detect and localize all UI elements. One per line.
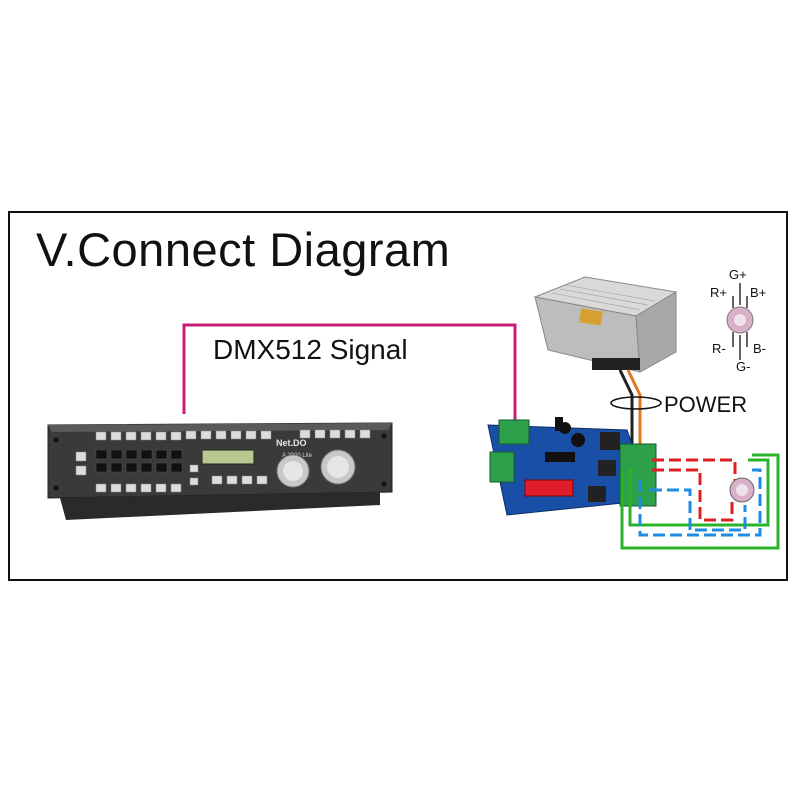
rgb-wires: [620, 453, 780, 550]
terminal-block-dmx-bottom: [489, 451, 515, 483]
diagram-frame: [8, 211, 788, 581]
rgb-led-wired: [729, 477, 755, 503]
pin-label-g-minus: G-: [736, 359, 751, 374]
controller-brand: Net.DO: [276, 438, 307, 448]
dmx-decoder-board: [487, 417, 657, 516]
terminal-block-output: [619, 443, 657, 507]
pin-label-b-plus: B+: [750, 285, 767, 300]
power-supply: [533, 276, 678, 373]
dmx-signal-wire: [182, 323, 517, 430]
dmx-controller: Net.DO A 2000 Lite: [47, 422, 393, 520]
power-loop: [610, 396, 662, 410]
pin-label-b-minus: B-: [753, 341, 766, 356]
diagram-title: V.Connect Diagram: [36, 223, 451, 276]
terminal-block-dmx-top: [498, 419, 530, 445]
power-label: POWER: [664, 392, 748, 417]
green-wire: [628, 458, 770, 527]
dmx-signal-label: DMX512 Signal: [213, 334, 408, 365]
led-pinout-diagram: [726, 283, 754, 360]
pin-label-g-plus: G+: [729, 267, 747, 282]
blue-wire: [638, 468, 762, 537]
dip-switch: [524, 479, 574, 497]
red-wire: [652, 458, 737, 488]
pin-label-r-minus: R-: [712, 341, 726, 356]
controller-lcd: [201, 449, 255, 465]
power-wires: [618, 369, 642, 444]
pin-label-r-plus: R+: [710, 285, 727, 300]
